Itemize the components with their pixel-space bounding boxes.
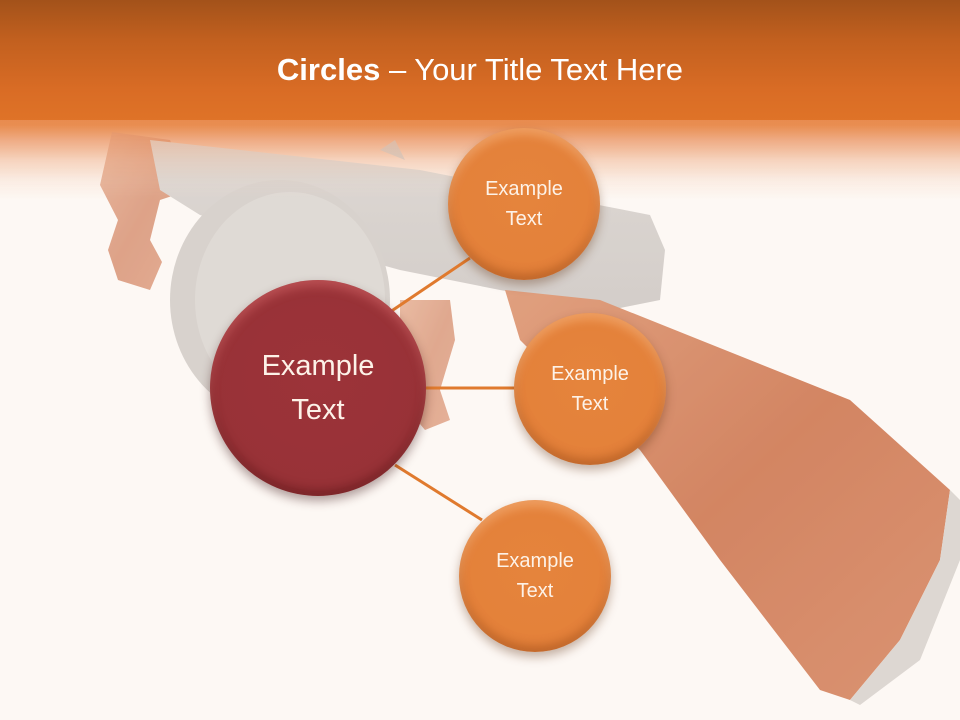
node-bottom-line1: Example	[496, 550, 574, 572]
node-circle-bottom[interactable]: Example Text	[459, 500, 611, 652]
connector-top	[389, 256, 471, 314]
node-circle-middle[interactable]: Example Text	[514, 313, 666, 465]
node-middle-line2: Text	[571, 393, 609, 415]
node-circle-top[interactable]: Example Text	[448, 128, 600, 280]
center-circle-line2: Text	[291, 394, 345, 426]
title-rest-part: – Your Title Text Here	[380, 52, 684, 87]
connector-bottom	[394, 463, 483, 522]
slide-title: Circles – Your Title Text Here	[0, 52, 960, 88]
title-bold-part: Circles	[276, 52, 381, 87]
node-top-line2: Text	[505, 208, 543, 230]
node-top-line1: Example	[485, 178, 563, 200]
node-middle-line1: Example	[551, 363, 629, 385]
node-bottom-line2: Text	[516, 580, 554, 602]
center-circle-line1: Example	[261, 350, 375, 382]
center-circle[interactable]: Example Text	[210, 280, 426, 496]
